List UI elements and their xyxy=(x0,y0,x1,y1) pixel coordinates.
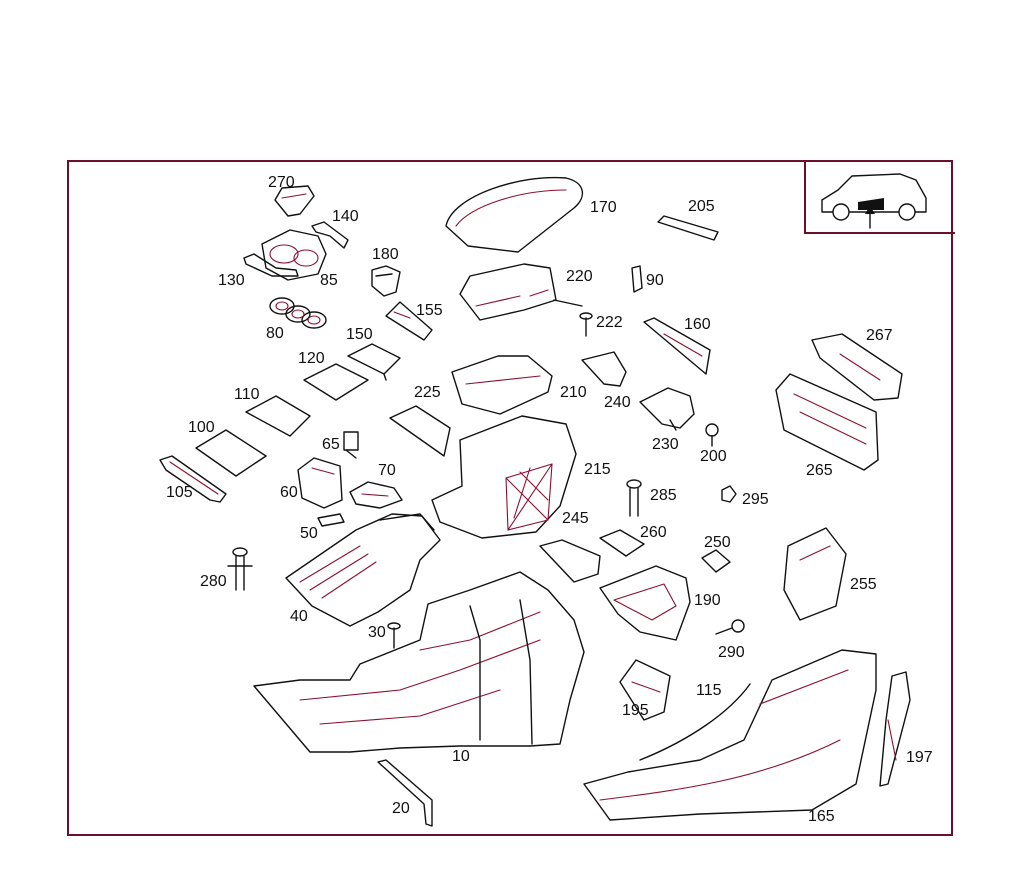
part-label-50: 50 xyxy=(300,525,318,542)
part-197-shape xyxy=(879,671,911,787)
vehicle-locator-icon xyxy=(804,161,955,234)
part-label-65: 65 xyxy=(322,436,340,453)
part-160-shape xyxy=(643,317,711,375)
part-165-shape xyxy=(583,649,877,821)
part-100-shape xyxy=(195,429,267,477)
part-10-shape xyxy=(253,571,585,753)
part-label-285: 285 xyxy=(650,487,677,504)
part-label-230: 230 xyxy=(652,436,679,453)
part-222-shape xyxy=(579,312,593,337)
part-50-shape xyxy=(317,513,345,527)
part-30-shape xyxy=(387,622,401,649)
part-label-222: 222 xyxy=(596,314,623,331)
part-label-70: 70 xyxy=(378,462,396,479)
part-110-shape xyxy=(245,395,311,437)
part-label-190: 190 xyxy=(694,592,721,609)
diagram-frame xyxy=(67,160,953,836)
part-130-shape xyxy=(243,253,299,277)
part-label-260: 260 xyxy=(640,524,667,541)
part-label-90: 90 xyxy=(646,272,664,289)
part-210-shape xyxy=(451,355,553,415)
part-80-shape xyxy=(269,297,327,329)
part-220-shape xyxy=(459,263,583,321)
part-label-267: 267 xyxy=(866,327,893,344)
part-85-shape xyxy=(261,229,327,281)
part-195-shape xyxy=(619,659,671,721)
part-230-shape xyxy=(639,387,695,431)
part-label-105: 105 xyxy=(166,484,193,501)
part-180-shape xyxy=(371,265,401,297)
part-label-210: 210 xyxy=(560,384,587,401)
part-label-120: 120 xyxy=(298,350,325,367)
part-260-shape xyxy=(599,529,645,557)
part-label-155: 155 xyxy=(416,302,443,319)
part-label-130: 130 xyxy=(218,272,245,289)
part-label-165: 165 xyxy=(808,808,835,825)
part-label-10: 10 xyxy=(452,748,470,765)
part-label-40: 40 xyxy=(290,608,308,625)
part-label-85: 85 xyxy=(320,272,338,289)
part-label-170: 170 xyxy=(590,199,617,216)
part-190-shape xyxy=(599,565,691,641)
part-label-195: 195 xyxy=(622,702,649,719)
part-label-110: 110 xyxy=(234,386,260,403)
part-200-shape xyxy=(705,423,719,447)
part-label-225: 225 xyxy=(414,384,441,401)
part-label-240: 240 xyxy=(604,394,631,411)
part-label-140: 140 xyxy=(332,208,359,225)
part-140-shape xyxy=(311,221,349,249)
part-label-160: 160 xyxy=(684,316,711,333)
part-150-shape xyxy=(347,343,401,381)
part-label-245: 245 xyxy=(562,510,589,527)
part-60-shape xyxy=(297,457,343,509)
part-295-shape xyxy=(721,485,737,503)
part-label-255: 255 xyxy=(850,576,877,593)
part-label-270: 270 xyxy=(268,174,295,191)
part-label-30: 30 xyxy=(368,624,386,641)
part-170-shape xyxy=(445,176,584,253)
part-label-180: 180 xyxy=(372,246,399,263)
part-labels: 270 140 130 85 80 180 155 150 120 110 10… xyxy=(166,174,933,825)
part-label-295: 295 xyxy=(742,491,769,508)
part-155-shape xyxy=(385,301,433,341)
part-90-shape xyxy=(631,265,643,293)
part-label-200: 200 xyxy=(700,448,727,465)
part-265-shape xyxy=(775,373,879,471)
part-245-shape xyxy=(539,539,601,583)
part-label-205: 205 xyxy=(688,198,715,215)
part-290-shape xyxy=(715,619,745,635)
part-40-shape xyxy=(285,513,441,627)
part-label-290: 290 xyxy=(718,644,745,661)
part-225-shape xyxy=(389,405,451,457)
part-70-shape xyxy=(349,481,403,509)
part-205-shape xyxy=(657,215,719,241)
part-65-shape xyxy=(343,431,359,459)
part-120-shape xyxy=(303,363,369,401)
part-20-shape xyxy=(377,759,433,827)
part-280-shape xyxy=(227,547,253,591)
part-label-60: 60 xyxy=(280,484,298,501)
part-label-115: 115 xyxy=(696,682,722,699)
part-215-shape xyxy=(431,415,577,539)
part-267-shape xyxy=(811,333,903,401)
part-label-197: 197 xyxy=(906,749,933,766)
part-label-100: 100 xyxy=(188,419,215,436)
part-115-shape xyxy=(639,683,751,761)
part-285-shape xyxy=(626,479,642,517)
part-label-265: 265 xyxy=(806,462,833,479)
part-255-shape xyxy=(783,527,847,621)
part-270-shape xyxy=(274,185,315,217)
part-105-shape xyxy=(159,455,227,503)
part-label-80: 80 xyxy=(266,325,284,342)
part-label-20: 20 xyxy=(392,800,410,817)
part-label-250: 250 xyxy=(704,534,731,551)
part-label-280: 280 xyxy=(200,573,227,590)
part-label-220: 220 xyxy=(566,268,593,285)
part-240-shape xyxy=(581,351,627,387)
part-250-shape xyxy=(701,549,731,573)
part-label-215: 215 xyxy=(584,461,611,478)
part-label-150: 150 xyxy=(346,326,373,343)
